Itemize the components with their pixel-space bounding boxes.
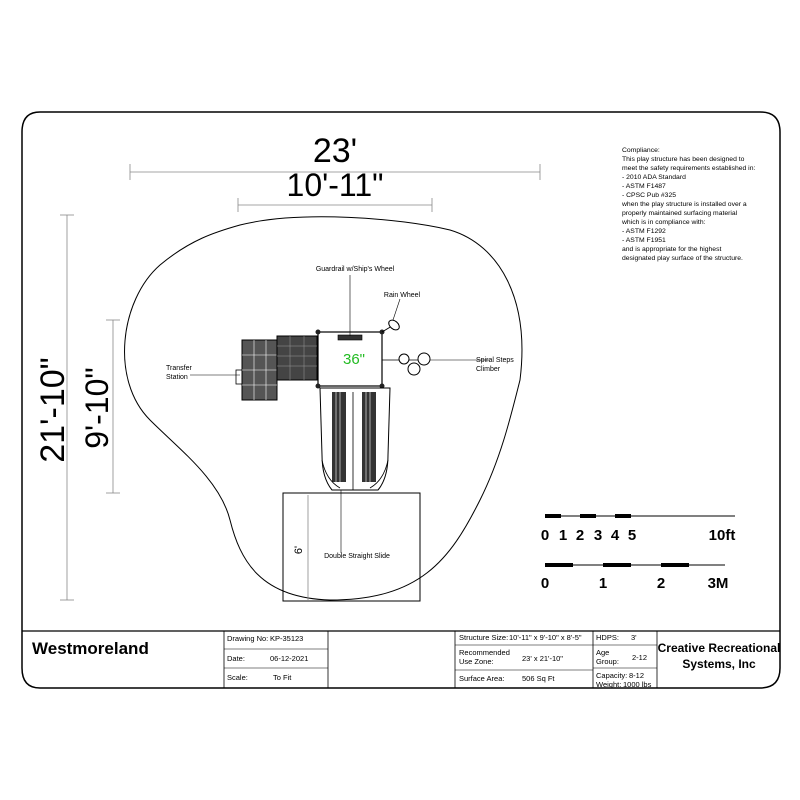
scale-ft-label: 2 bbox=[576, 527, 584, 544]
callout-spiral-line1: Spiral Steps bbox=[476, 357, 514, 364]
scale-m-label: 3M bbox=[708, 575, 729, 592]
use-zone-outline bbox=[124, 216, 523, 601]
overall-width-dimension: 23' bbox=[129, 132, 541, 180]
use-zone-value: 23' x 21'-10" bbox=[522, 654, 563, 663]
sheet-border bbox=[21, 111, 781, 689]
weight-label: Weight: bbox=[596, 680, 621, 689]
compliance-line: properly maintained surfacing material bbox=[622, 210, 738, 217]
title-block: Westmoreland Drawing No: KP-35123 Date: … bbox=[22, 630, 781, 689]
compliance-line: - ASTM F1487 bbox=[622, 183, 666, 190]
overall-width-label: 23' bbox=[313, 132, 357, 170]
structure-size-value: 10'-11" x 9'-10" x 8'-5" bbox=[509, 633, 582, 642]
structure-length-label: 9'-10" bbox=[79, 367, 115, 449]
compliance-line: This play structure has been designed to bbox=[622, 156, 745, 163]
age-value: 2-12 bbox=[632, 653, 647, 662]
structure-width-dimension: 10'-11" bbox=[237, 167, 433, 212]
scale-ft-label: 0 bbox=[541, 527, 549, 544]
compliance-line: and is appropriate for the highest bbox=[622, 246, 721, 253]
structure-width-label: 10'-11" bbox=[287, 167, 384, 203]
use-zone-label-line1: Recommended bbox=[459, 648, 510, 657]
spiral-steps-climber bbox=[382, 352, 431, 376]
callout-transfer-line2: Station bbox=[166, 374, 188, 381]
overall-length-label: 21'-10" bbox=[34, 357, 72, 463]
scale-ft-label: 3 bbox=[594, 527, 602, 544]
slide-height-label: 6' bbox=[293, 546, 305, 554]
use-zone-label-line2: Use Zone: bbox=[459, 657, 494, 666]
transfer-station bbox=[235, 335, 318, 401]
age-label-line1: Age bbox=[596, 648, 609, 657]
graphic-scale-feet: 0 1 2 3 4 5 10ft bbox=[541, 514, 736, 544]
scale-label: Scale: bbox=[227, 673, 248, 682]
surface-area-label: Surface Area: bbox=[459, 674, 504, 683]
main-deck: 36" bbox=[315, 329, 385, 389]
scale-ft-label: 10ft bbox=[709, 527, 736, 544]
callout-spiral-line2: Climber bbox=[476, 366, 501, 373]
hdps-value: 3' bbox=[631, 633, 637, 642]
compliance-line: - ASTM F1951 bbox=[622, 237, 666, 244]
structure-name: Westmoreland bbox=[32, 639, 149, 658]
rain-wheel bbox=[381, 319, 400, 333]
compliance-notes: Compliance: This play structure has been… bbox=[621, 147, 755, 262]
callout-rain-wheel: Rain Wheel bbox=[384, 292, 421, 299]
compliance-line: when the play structure is installed ove… bbox=[621, 201, 747, 208]
compliance-line: - 2010 ADA Standard bbox=[622, 174, 686, 181]
graphic-scale-meters: 0 1 2 3M bbox=[541, 563, 729, 592]
double-straight-slide bbox=[319, 387, 391, 491]
callout-leaders bbox=[190, 275, 490, 553]
deck-height-label: 36" bbox=[343, 351, 365, 368]
compliance-line: meet the safety requirements established… bbox=[622, 165, 755, 172]
compliance-line: Compliance: bbox=[622, 147, 660, 154]
date-label: Date: bbox=[227, 654, 245, 663]
callout-guardrail: Guardrail w/Ship's Wheel bbox=[316, 266, 395, 273]
date-value: 06-12-2021 bbox=[270, 654, 308, 663]
structure-length-dimension: 9'-10" bbox=[79, 319, 120, 494]
scale-ft-label: 1 bbox=[559, 527, 567, 544]
hdps-label: HDPS: bbox=[596, 633, 619, 642]
structure-size-label: Structure Size: bbox=[459, 633, 508, 642]
scale-value: To Fit bbox=[273, 673, 292, 682]
callout-transfer-line1: Transfer bbox=[166, 365, 192, 372]
slide-runout-zone bbox=[282, 492, 421, 602]
capacity-value: 8-12 bbox=[629, 671, 644, 680]
compliance-line: - CPSC Pub #325 bbox=[622, 192, 676, 199]
scale-m-label: 1 bbox=[599, 575, 607, 592]
drawing-no-value: KP-35123 bbox=[270, 634, 303, 643]
drawing-no-label: Drawing No: bbox=[227, 634, 268, 643]
scale-ft-label: 5 bbox=[628, 527, 636, 544]
company-name-line1: Creative Recreational bbox=[658, 641, 781, 655]
compliance-line: - ASTM F1292 bbox=[622, 228, 666, 235]
callout-slide: Double Straight Slide bbox=[324, 553, 390, 560]
weight-value: 1000 lbs bbox=[623, 680, 652, 689]
overall-length-dimension: 21'-10" bbox=[34, 214, 74, 601]
capacity-label: Capacity: bbox=[596, 671, 627, 680]
age-label-line2: Group: bbox=[596, 657, 619, 666]
company-name-line2: Systems, Inc bbox=[682, 657, 756, 671]
surface-area-value: 506 Sq Ft bbox=[522, 674, 555, 683]
compliance-line: designated play surface of the structure… bbox=[622, 255, 743, 262]
scale-m-label: 0 bbox=[541, 575, 549, 592]
scale-ft-label: 4 bbox=[611, 527, 620, 544]
scale-m-label: 2 bbox=[657, 575, 665, 592]
compliance-line: which is in compliance with: bbox=[621, 219, 706, 226]
